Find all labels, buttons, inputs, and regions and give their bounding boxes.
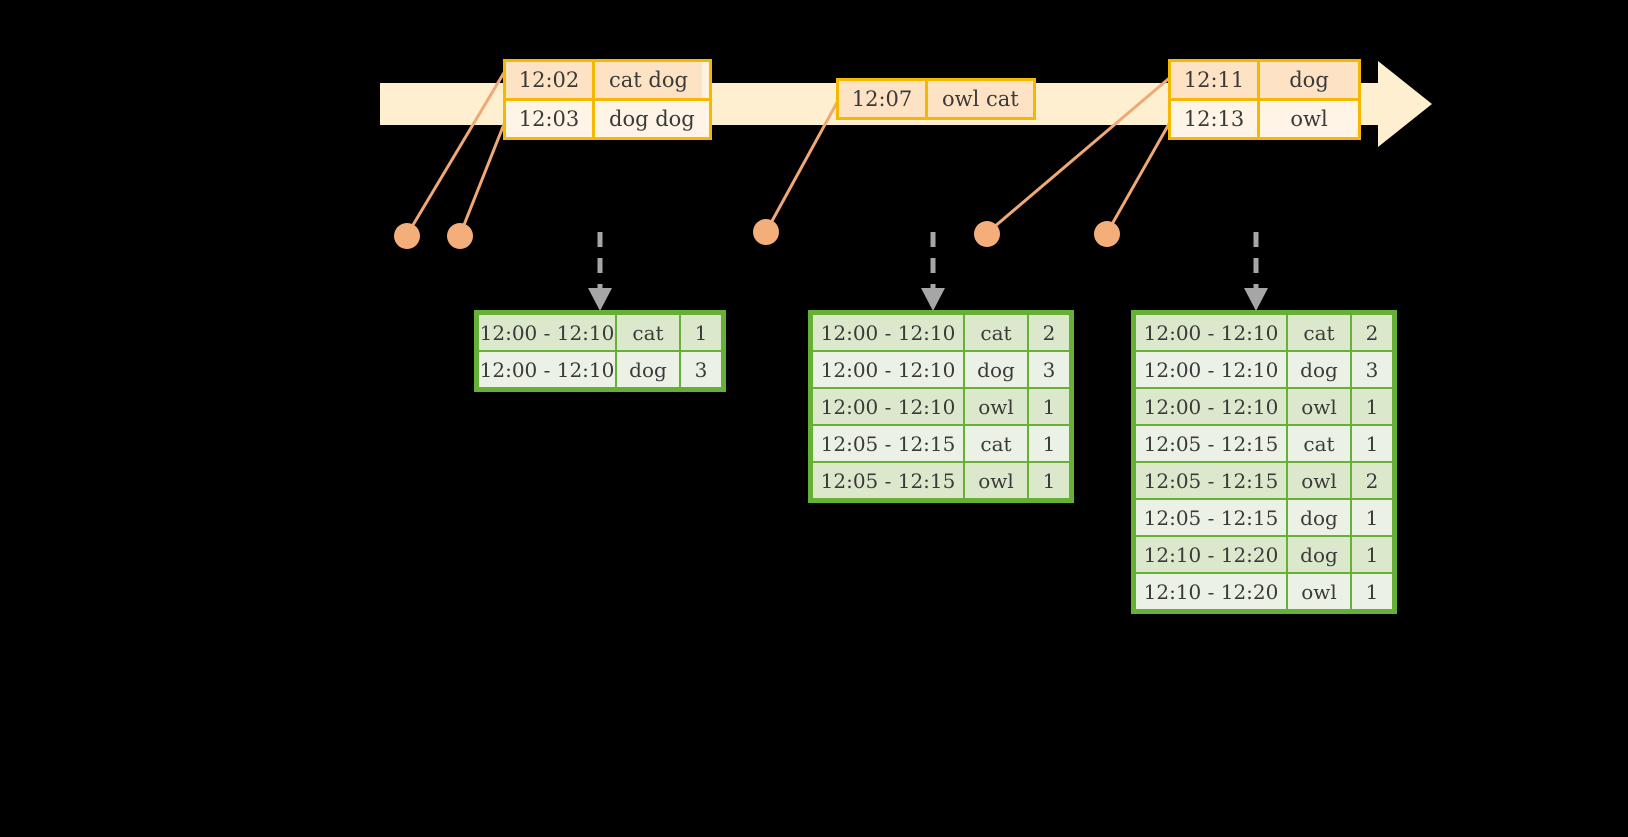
event-dot-1: [394, 223, 420, 249]
event-time: 12:13: [1171, 101, 1257, 137]
event-row: 12:13 owl: [1171, 98, 1358, 137]
result-count: 2: [1029, 315, 1069, 350]
result-count: 3: [1352, 352, 1392, 387]
event-dot-5: [1094, 221, 1120, 247]
event-words: dog: [1257, 62, 1358, 98]
result-window: 12:05 - 12:15: [1136, 426, 1286, 461]
table-row: 12:05 - 12:15 owl 1: [812, 462, 1070, 499]
result-count: 1: [1029, 389, 1069, 424]
flow-arrow-3: [1244, 232, 1268, 311]
result-key: owl: [1288, 574, 1350, 609]
event-row: 12:11 dog: [1171, 62, 1358, 98]
result-key: dog: [617, 352, 679, 387]
result-key: cat: [965, 426, 1027, 461]
result-count: 1: [681, 315, 721, 350]
result-key: cat: [617, 315, 679, 350]
result-key: owl: [965, 463, 1027, 498]
result-key: dog: [1288, 537, 1350, 572]
event-group-2: 12:07 owl cat: [836, 78, 1036, 120]
result-flow-arrows: [588, 232, 1268, 311]
result-key: owl: [1288, 463, 1350, 498]
table-row: 12:00 - 12:10 cat 2: [1135, 314, 1393, 351]
event-group-1: 12:02 cat dog 12:03 dog dog: [503, 59, 712, 140]
event-row: 12:03 dog dog: [506, 98, 709, 137]
event-time: 12:11: [1171, 62, 1257, 98]
result-key: cat: [965, 315, 1027, 350]
event-words: owl: [1257, 101, 1358, 137]
event-time: 12:02: [506, 62, 592, 98]
result-window: 12:05 - 12:15: [813, 426, 963, 461]
result-key: dog: [965, 352, 1027, 387]
event-dot-3: [753, 219, 779, 245]
event-row: 12:07 owl cat: [839, 81, 1033, 117]
result-window: 12:05 - 12:15: [1136, 500, 1286, 535]
table-row: 12:10 - 12:20 owl 1: [1135, 573, 1393, 610]
result-window: 12:10 - 12:20: [1136, 574, 1286, 609]
result-count: 3: [1029, 352, 1069, 387]
event-words: dog dog: [592, 101, 709, 137]
result-table-3: 12:00 - 12:10 cat 2 12:00 - 12:10 dog 3 …: [1131, 310, 1397, 614]
result-count: 2: [1352, 315, 1392, 350]
result-window: 12:05 - 12:15: [1136, 463, 1286, 498]
table-row: 12:00 - 12:10 cat 2: [812, 314, 1070, 351]
table-row: 12:00 - 12:10 owl 1: [1135, 388, 1393, 425]
table-row: 12:00 - 12:10 dog 3: [478, 351, 722, 388]
result-key: dog: [1288, 500, 1350, 535]
result-key: dog: [1288, 352, 1350, 387]
result-table-1: 12:00 - 12:10 cat 1 12:00 - 12:10 dog 3: [474, 310, 726, 392]
result-count: 1: [1352, 426, 1392, 461]
event-row: 12:02 cat dog: [506, 62, 709, 98]
event-time: 12:03: [506, 101, 592, 137]
table-row: 12:00 - 12:10 cat 1: [478, 314, 722, 351]
table-row: 12:05 - 12:15 dog 1: [1135, 499, 1393, 536]
result-window: 12:00 - 12:10: [1136, 389, 1286, 424]
table-row: 12:05 - 12:15 cat 1: [1135, 425, 1393, 462]
result-key: owl: [1288, 389, 1350, 424]
result-key: cat: [1288, 315, 1350, 350]
result-window: 12:00 - 12:10: [479, 315, 615, 350]
flow-arrow-2: [921, 232, 945, 311]
result-count: 1: [1029, 463, 1069, 498]
result-count: 1: [1352, 574, 1392, 609]
table-row: 12:00 - 12:10 dog 3: [1135, 351, 1393, 388]
result-count: 3: [681, 352, 721, 387]
flow-arrow-1: [588, 232, 612, 311]
result-window: 12:00 - 12:10: [479, 352, 615, 387]
event-dots: [394, 219, 1120, 249]
event-dot-4: [974, 221, 1000, 247]
table-row: 12:05 - 12:15 cat 1: [812, 425, 1070, 462]
result-table-2: 12:00 - 12:10 cat 2 12:00 - 12:10 dog 3 …: [808, 310, 1074, 503]
result-window: 12:05 - 12:15: [813, 463, 963, 498]
result-key: cat: [1288, 426, 1350, 461]
table-row: 12:00 - 12:10 owl 1: [812, 388, 1070, 425]
table-row: 12:00 - 12:10 dog 3: [812, 351, 1070, 388]
result-window: 12:10 - 12:20: [1136, 537, 1286, 572]
event-time: 12:07: [839, 81, 925, 117]
result-count: 1: [1352, 500, 1392, 535]
result-window: 12:00 - 12:10: [1136, 352, 1286, 387]
table-row: 12:10 - 12:20 dog 1: [1135, 536, 1393, 573]
result-count: 1: [1352, 537, 1392, 572]
event-group-3: 12:11 dog 12:13 owl: [1168, 59, 1361, 140]
event-dot-2: [447, 223, 473, 249]
result-window: 12:00 - 12:10: [813, 352, 963, 387]
event-words: cat dog: [592, 62, 702, 98]
result-count: 1: [1352, 389, 1392, 424]
result-count: 1: [1029, 426, 1069, 461]
result-count: 2: [1352, 463, 1392, 498]
result-window: 12:00 - 12:10: [813, 315, 963, 350]
table-row: 12:05 - 12:15 owl 2: [1135, 462, 1393, 499]
result-window: 12:00 - 12:10: [813, 389, 963, 424]
result-key: owl: [965, 389, 1027, 424]
event-words: owl cat: [925, 81, 1033, 117]
result-window: 12:00 - 12:10: [1136, 315, 1286, 350]
